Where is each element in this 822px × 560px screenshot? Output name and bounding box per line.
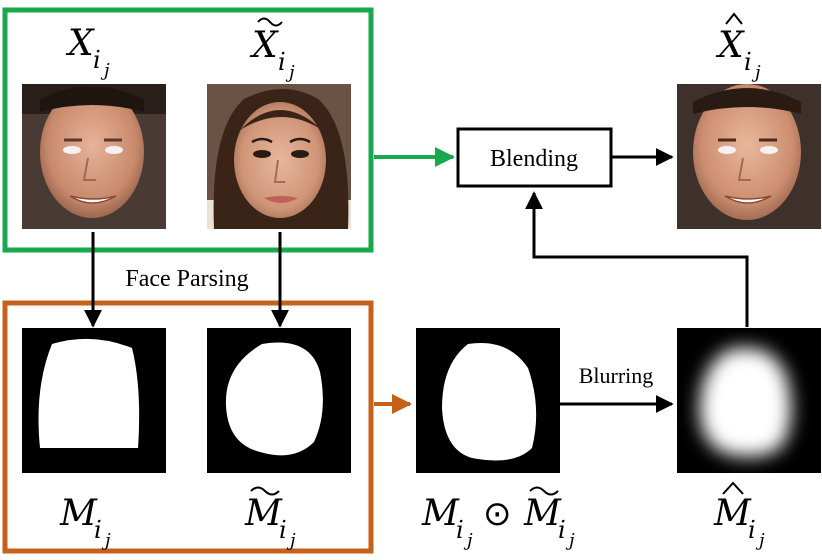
svg-text:i: i	[744, 48, 752, 76]
hat-accent	[725, 12, 743, 25]
arrow-blurred-to-blending	[525, 191, 749, 327]
svg-text:i: i	[93, 46, 101, 74]
face-parsing-label: Face Parsing	[125, 266, 248, 292]
svg-text:i: i	[748, 516, 756, 544]
label-x-ij: X i j	[65, 23, 110, 81]
source-target-group-box	[2, 7, 374, 253]
label-m-ij: M i j	[59, 493, 111, 551]
face-image-target	[207, 84, 351, 229]
svg-text:j: j	[565, 530, 575, 551]
label-x-tilde-ij: X i j	[249, 17, 295, 83]
svg-text:j: j	[101, 530, 111, 551]
mask-source	[22, 328, 166, 473]
svg-text:i: i	[558, 516, 566, 544]
label-m-odot-m-tilde: M i j ⊙ M i j	[421, 486, 575, 551]
blending-label: Blending	[490, 146, 578, 172]
svg-text:i: i	[94, 516, 102, 544]
mask-group-box	[2, 300, 374, 554]
svg-text:i: i	[279, 516, 287, 544]
svg-text:X: X	[65, 23, 95, 64]
svg-text:j: j	[751, 62, 761, 83]
svg-text:i: i	[278, 48, 286, 76]
label-m-tilde-ij: M i j	[244, 486, 296, 551]
svg-text:M: M	[713, 493, 752, 534]
svg-text:j: j	[463, 530, 473, 551]
svg-text:j: j	[285, 62, 295, 83]
svg-text:M: M	[523, 493, 562, 534]
tilde-accent	[257, 17, 283, 27]
svg-text:M: M	[421, 493, 460, 534]
odot-symbol: ⊙	[483, 494, 512, 534]
blending-box	[456, 127, 613, 188]
tilde-accent-m2	[529, 486, 559, 496]
mask-target	[207, 328, 351, 473]
svg-text:M: M	[244, 493, 283, 534]
face-image-source	[22, 84, 166, 229]
svg-text:X: X	[249, 25, 279, 66]
label-m-hat-ij: M i j	[713, 481, 765, 551]
svg-text:X: X	[715, 25, 745, 66]
face-image-blended	[677, 84, 821, 229]
svg-text:j: j	[755, 530, 765, 551]
svg-text:j: j	[286, 530, 296, 551]
svg-text:i: i	[456, 516, 464, 544]
blurring-label: Blurring	[579, 363, 654, 388]
svg-text:M: M	[59, 493, 98, 534]
mask-product	[416, 328, 560, 473]
tilde-accent-m	[250, 486, 280, 496]
label-x-hat-ij: X i j	[715, 12, 761, 83]
svg-text:j: j	[100, 60, 110, 81]
hat-accent-m	[722, 481, 744, 495]
mask-blurred	[677, 328, 821, 473]
